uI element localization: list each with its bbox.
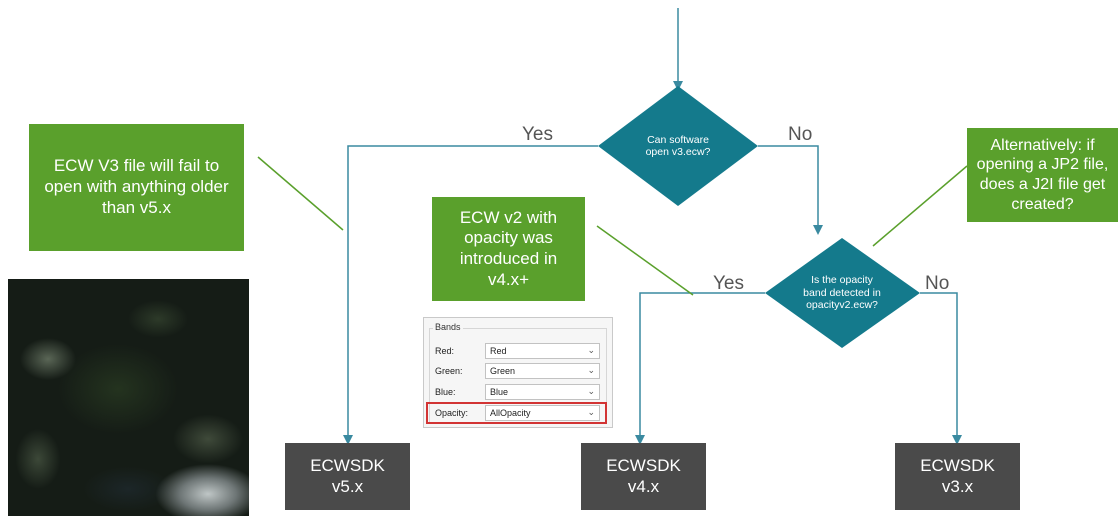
band-label-green: Green: [435, 366, 463, 376]
note-jp2-alternative: Alternatively: if opening a JP2 file, do… [967, 128, 1118, 222]
band-value-green: Green [490, 366, 516, 376]
opacity-yes-connector [635, 292, 765, 445]
result-ecwsdk-v3: ECWSDK v3.x [895, 443, 1020, 510]
chevron-down-icon: ⌄ [587, 386, 595, 396]
result-v5-line1: ECWSDK [310, 456, 385, 476]
result-v4-line2: v4.x [627, 476, 660, 496]
callout-line-jp2 [872, 165, 968, 247]
edge-label-no-opacity: No [925, 273, 950, 294]
result-ecwsdk-v4: ECWSDK v4.x [581, 443, 706, 510]
band-row-blue: Blue: Blue ⌄ [430, 384, 604, 402]
decision-main-label: Can software open v3.ecw? [645, 133, 711, 158]
edge-label-no-main: No [788, 124, 813, 145]
result-v3-line2: v3.x [941, 476, 974, 496]
chevron-down-icon: ⌄ [587, 407, 595, 417]
satellite-image [8, 279, 249, 516]
note-v3-fail: ECW V3 file will fail to open with anyth… [29, 124, 244, 251]
band-select-blue[interactable]: Blue ⌄ [485, 384, 600, 400]
band-value-red: Red [490, 346, 507, 356]
band-label-red: Red: [435, 346, 455, 356]
band-select-opacity[interactable]: AllOpacity ⌄ [485, 405, 600, 421]
band-label-opacity: Opacity: [435, 408, 469, 418]
bands-legend: Bands [433, 322, 463, 332]
decision-diamond-main [598, 86, 758, 206]
band-row-green: Green: Green ⌄ [430, 363, 604, 381]
result-v3-line1: ECWSDK [920, 456, 995, 476]
result-v4-line1: ECWSDK [606, 456, 681, 476]
decision-diamond-opacity [765, 238, 920, 348]
opacity-highlight-box [426, 402, 607, 424]
result-ecwsdk-v5: ECWSDK v5.x [285, 443, 410, 510]
band-label-blue: Blue: [435, 387, 456, 397]
band-select-red[interactable]: Red ⌄ [485, 343, 600, 359]
callout-line-v2 [596, 225, 694, 296]
band-row-red: Red: Red ⌄ [430, 343, 604, 361]
result-v5-line2: v5.x [331, 476, 364, 496]
chevron-down-icon: ⌄ [587, 345, 595, 355]
bands-panel: Bands Red: Red ⌄ Green: Green ⌄ Blue: Bl… [423, 317, 613, 428]
band-select-green[interactable]: Green ⌄ [485, 363, 600, 379]
no-branch-connector [758, 145, 823, 235]
band-value-blue: Blue [490, 387, 509, 397]
yes-branch-connector [343, 145, 598, 445]
band-value-opacity: AllOpacity [490, 408, 531, 418]
note-v2-opacity: ECW v2 with opacity was introduced in v4… [432, 197, 585, 301]
callout-line-v3 [257, 156, 344, 231]
edge-label-yes-main: Yes [522, 124, 553, 145]
edge-label-yes-opacity: Yes [713, 273, 744, 294]
chevron-down-icon: ⌄ [587, 365, 595, 375]
opacity-no-connector [920, 292, 962, 445]
band-row-opacity: Opacity: AllOpacity ⌄ [430, 405, 604, 423]
decision-opacity-label: Is the opacity band detected in opacityv… [803, 274, 881, 312]
